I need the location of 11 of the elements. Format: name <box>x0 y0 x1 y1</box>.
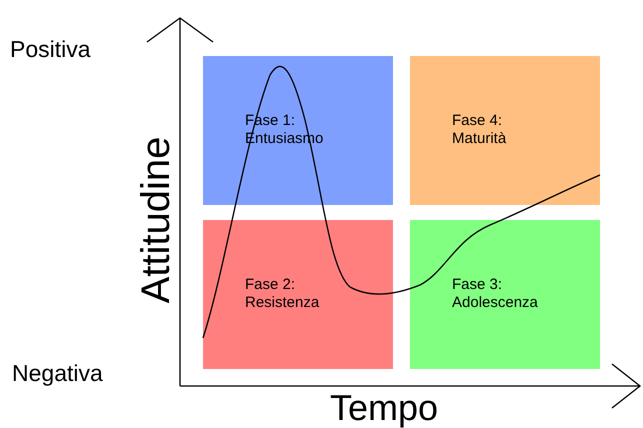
phase-box <box>410 56 600 205</box>
phase-box <box>410 220 600 369</box>
axis-label: Tempo <box>330 390 438 426</box>
phase-box <box>203 220 393 369</box>
phase-label: Fase 4: Maturità <box>452 112 508 148</box>
axis-label: Positiva <box>10 38 91 61</box>
phase-label: Fase 3: Adolescenza <box>452 276 539 312</box>
phase-box <box>203 56 393 205</box>
axis-label: Attitudine <box>136 136 176 306</box>
phase-label: Fase 2: Resistenza <box>245 276 320 312</box>
axis-label: Negativa <box>12 362 103 385</box>
